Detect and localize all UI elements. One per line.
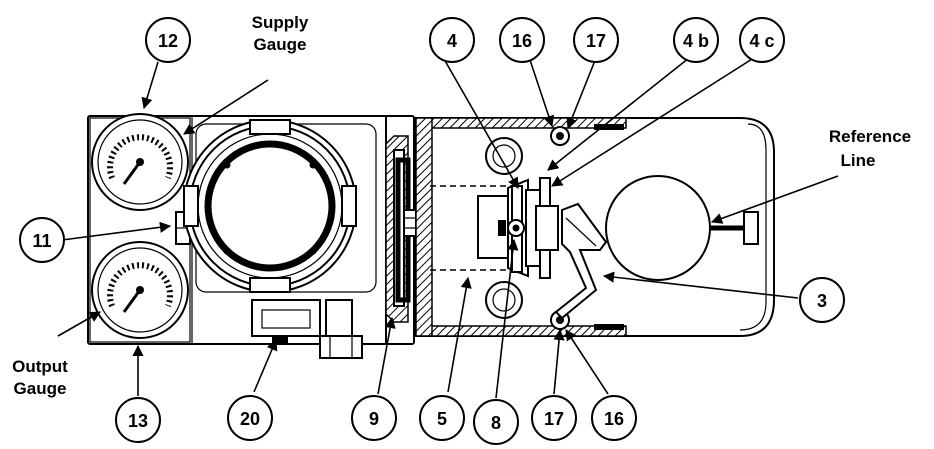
reference-rod-icon [710, 211, 759, 245]
label-output-gauge: Output Gauge [12, 357, 68, 398]
callout-3: 3 [799, 277, 845, 323]
callout-11: 11 [19, 217, 65, 263]
svg-text:Reference: Reference [829, 127, 911, 146]
svg-text:3: 3 [817, 291, 827, 311]
svg-text:11: 11 [32, 231, 51, 251]
svg-text:13: 13 [128, 411, 148, 431]
supply-gauge-icon [91, 113, 189, 211]
svg-text:4 b: 4 b [683, 31, 709, 51]
svg-text:Supply: Supply [252, 13, 309, 32]
svg-text:Gauge: Gauge [254, 35, 307, 54]
label-reference-line: Reference Line [829, 127, 911, 170]
label-supply-gauge: Supply Gauge [252, 13, 309, 54]
svg-text:8: 8 [491, 413, 501, 433]
feedback-arm-icon [554, 202, 608, 320]
callout-16-bottom: 16 [591, 395, 637, 441]
housing-cap-icon [183, 119, 377, 293]
leader-lines [57, 51, 839, 399]
svg-text:9: 9 [369, 409, 379, 429]
svg-text:Output: Output [12, 357, 68, 376]
svg-text:Gauge: Gauge [14, 379, 67, 398]
callout-16-top: 16 [499, 17, 545, 63]
callout-5: 5 [419, 395, 465, 441]
callout-9: 9 [351, 395, 397, 441]
svg-text:20: 20 [240, 409, 260, 429]
reference-window-icon [605, 175, 711, 281]
linkage-plate-icon [385, 135, 427, 323]
svg-text:4 c: 4 c [749, 31, 774, 51]
callout-17-top: 17 [573, 17, 619, 63]
svg-text:4: 4 [447, 31, 457, 51]
callout-4: 4 [429, 17, 475, 63]
callout-12: 12 [145, 17, 191, 63]
callout-20: 20 [227, 395, 273, 441]
callout-4c: 4 c [739, 17, 785, 63]
svg-text:Line: Line [841, 151, 876, 170]
svg-text:16: 16 [604, 409, 624, 429]
svg-text:12: 12 [158, 31, 178, 51]
svg-text:5: 5 [437, 409, 447, 429]
output-gauge-icon [91, 241, 189, 339]
callout-8: 8 [473, 399, 519, 445]
callout-13: 13 [115, 397, 161, 443]
svg-text:17: 17 [544, 409, 564, 429]
mounting-bracket-icon [415, 117, 775, 337]
conduit-fitting-icon [251, 299, 363, 359]
svg-text:17: 17 [586, 31, 606, 51]
callout-4b: 4 b [673, 17, 719, 63]
svg-text:16: 16 [512, 31, 532, 51]
callout-17-bottom: 17 [531, 395, 577, 441]
coupling-assembly-icon [477, 177, 559, 279]
